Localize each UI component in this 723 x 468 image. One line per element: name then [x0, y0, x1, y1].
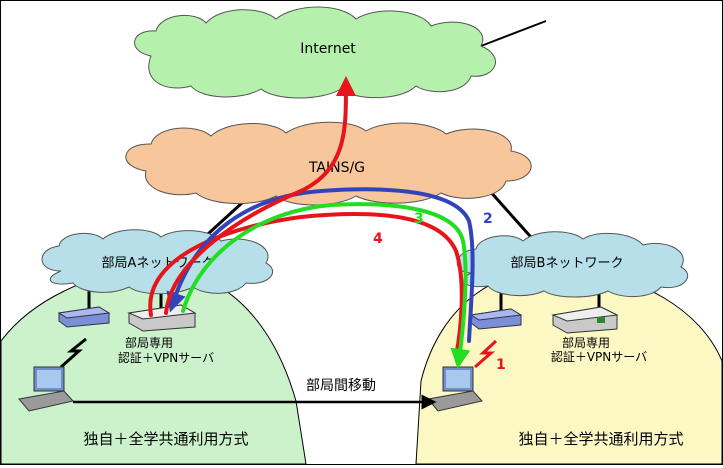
- tains-label: TAINS/G: [308, 160, 365, 176]
- server-b-icon: [551, 306, 619, 334]
- dept-b-cloud: 部局Bネットワーク: [456, 231, 688, 298]
- right-zone-label: 独自＋全学共通利用方式: [518, 430, 683, 448]
- tains-cloud: TAINS/G: [125, 121, 532, 206]
- router-a-icon: [57, 306, 111, 328]
- path-internet-red: [164, 76, 356, 315]
- dept-b-label: 部局Bネットワーク: [511, 256, 624, 271]
- internet-cloud: Internet: [134, 6, 496, 99]
- internet-label: Internet: [300, 41, 356, 57]
- server-b-caption-line1: 部局専用: [562, 335, 610, 350]
- server-b-caption-line2: 認証＋VPNサーバ: [551, 349, 647, 364]
- path-label-1: 1: [496, 357, 506, 373]
- server-a-caption-line2: 認証＋VPNサーバ: [118, 350, 214, 365]
- move-label: 部局間移動: [306, 378, 376, 394]
- left-zone-label: 独自＋全学共通利用方式: [83, 430, 248, 448]
- wireless-signal-b-icon: [474, 339, 498, 369]
- link-tains-internet-right: [480, 20, 547, 47]
- server-a-caption-line1: 部局専用: [125, 335, 173, 350]
- router-b-icon: [469, 308, 523, 330]
- laptop-right-icon: [427, 366, 483, 412]
- path-2-blue: [166, 187, 475, 343]
- path-label-4: 4: [373, 231, 383, 247]
- laptop-left-icon: [18, 366, 74, 412]
- path-label-2: 2: [483, 211, 493, 227]
- path-4-red: [148, 212, 464, 358]
- wireless-signal-a-icon: [60, 337, 87, 369]
- path-3-green: [181, 202, 471, 369]
- path-label-3: 3: [414, 211, 424, 227]
